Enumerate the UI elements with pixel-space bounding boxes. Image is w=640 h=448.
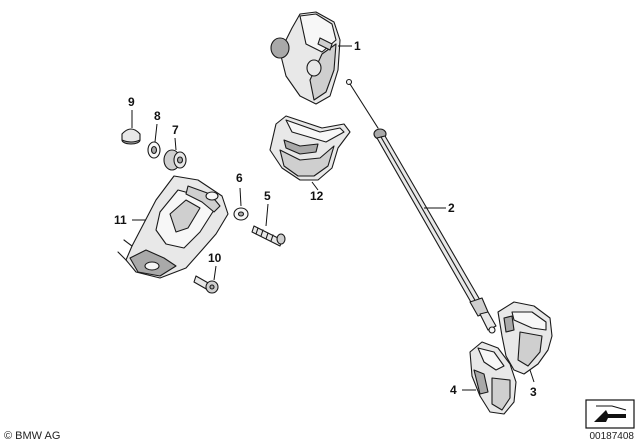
part-9-cap[interactable]: [121, 128, 141, 145]
callout-12: 12: [310, 189, 324, 203]
callout-1: 1: [354, 39, 361, 53]
callout-6: 6: [236, 171, 243, 185]
leader-6: [239, 187, 242, 207]
callout-8: 8: [154, 109, 161, 123]
part-5-bolt[interactable]: [251, 225, 286, 247]
part-6-washer[interactable]: [233, 207, 249, 221]
arrow-stamp-icon: [585, 399, 635, 429]
callout-3: 3: [530, 385, 537, 399]
part-2-cable[interactable]: [345, 78, 497, 334]
callout-2: 2: [448, 201, 455, 215]
callout-4: 4: [450, 383, 457, 397]
part-12-clip[interactable]: [269, 115, 351, 181]
callout-7: 7: [172, 123, 179, 137]
leader-5: [265, 203, 269, 227]
part-10-screw[interactable]: [193, 275, 219, 294]
callout-labels: 1 2 3 4 5 6 7 8 9 10 11 12: [114, 39, 537, 399]
part-1-cover[interactable]: [270, 11, 341, 105]
part-8-washer[interactable]: [147, 141, 161, 159]
leader-10: [213, 265, 217, 281]
leader-lines: [131, 45, 535, 391]
document-number: 00187408: [589, 431, 635, 442]
leader-12: [311, 181, 319, 191]
leader-7: [174, 137, 177, 151]
callout-10: 10: [208, 251, 222, 265]
part-4-front-shell[interactable]: [469, 341, 517, 415]
copyright-text: © BMW AG: [4, 430, 61, 442]
leader-3: [529, 369, 535, 383]
callout-5: 5: [264, 189, 271, 203]
part-7-grommet[interactable]: [163, 149, 187, 171]
part-11-bracket[interactable]: [117, 175, 229, 279]
callout-9: 9: [128, 95, 135, 109]
callout-11: 11: [114, 213, 127, 227]
part-3-rear-shell[interactable]: [497, 301, 553, 375]
leader-8: [154, 123, 158, 143]
